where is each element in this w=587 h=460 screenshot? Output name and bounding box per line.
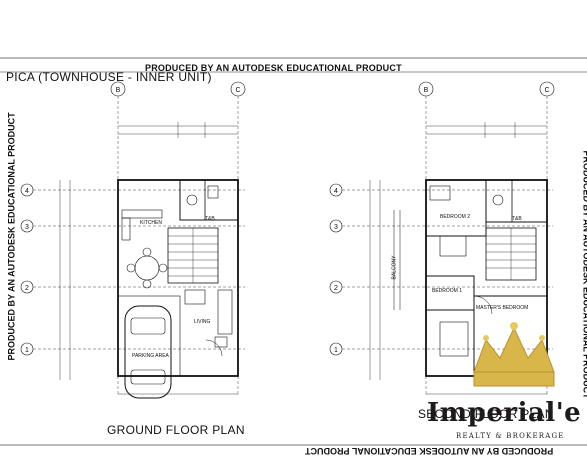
second-floor-plan	[329, 81, 555, 395]
watermark-right: PRODUCED BY AN AUTODESK EDUCATIONAL PROD…	[581, 150, 587, 399]
grid-labels: B C B C 4 3 2 1 4 3 2 1	[25, 87, 549, 354]
svg-text:B: B	[116, 87, 121, 94]
room-label-parking: PARKING AREA	[132, 353, 169, 359]
room-label-tb-2f: T&B	[512, 216, 522, 222]
svg-text:B: B	[424, 87, 429, 94]
room-label-balcony: BALCONY	[391, 255, 398, 280]
svg-text:2: 2	[25, 285, 29, 292]
ground-floor-plan	[20, 81, 246, 399]
watermark-top: PRODUCED BY AN AUTODESK EDUCATIONAL PROD…	[145, 63, 402, 73]
room-label-tb: T&B	[205, 216, 215, 222]
room-label-bedroom1: BEDROOM 1	[432, 288, 463, 294]
ground-floor-title: GROUND FLOOR PLAN	[107, 423, 245, 437]
crown-logo-icon	[473, 322, 555, 387]
svg-text:1: 1	[25, 347, 29, 354]
page-title: PICA (TOWNHOUSE - INNER UNIT)	[6, 70, 212, 84]
brand-tagline: REALTY & BROKERAGE	[456, 432, 565, 440]
room-label-master: MASTER'S BEDROOM	[476, 305, 529, 311]
room-label-kitchen: KITCHEN	[140, 220, 162, 226]
svg-text:C: C	[544, 87, 549, 94]
svg-text:3: 3	[334, 224, 338, 231]
svg-text:3: 3	[25, 224, 29, 231]
room-label-bedroom2: BEDROOM 2	[440, 214, 471, 220]
second-floor-title: SECOND FLOOR PLAN	[418, 407, 554, 421]
room-label-living: LIVING	[194, 319, 211, 325]
svg-text:4: 4	[334, 188, 338, 195]
watermark-left: PRODUCED BY AN AUTODESK EDUCATIONAL PROD…	[6, 112, 17, 361]
brand-name: Imperial'e	[427, 398, 582, 428]
svg-text:1: 1	[334, 347, 338, 354]
svg-text:2: 2	[334, 285, 338, 292]
svg-text:4: 4	[25, 188, 29, 195]
svg-text:C: C	[235, 87, 240, 94]
watermark-bottom: PRODUCED BY AN AUTODESK EDUCATIONAL PROD…	[305, 446, 554, 456]
